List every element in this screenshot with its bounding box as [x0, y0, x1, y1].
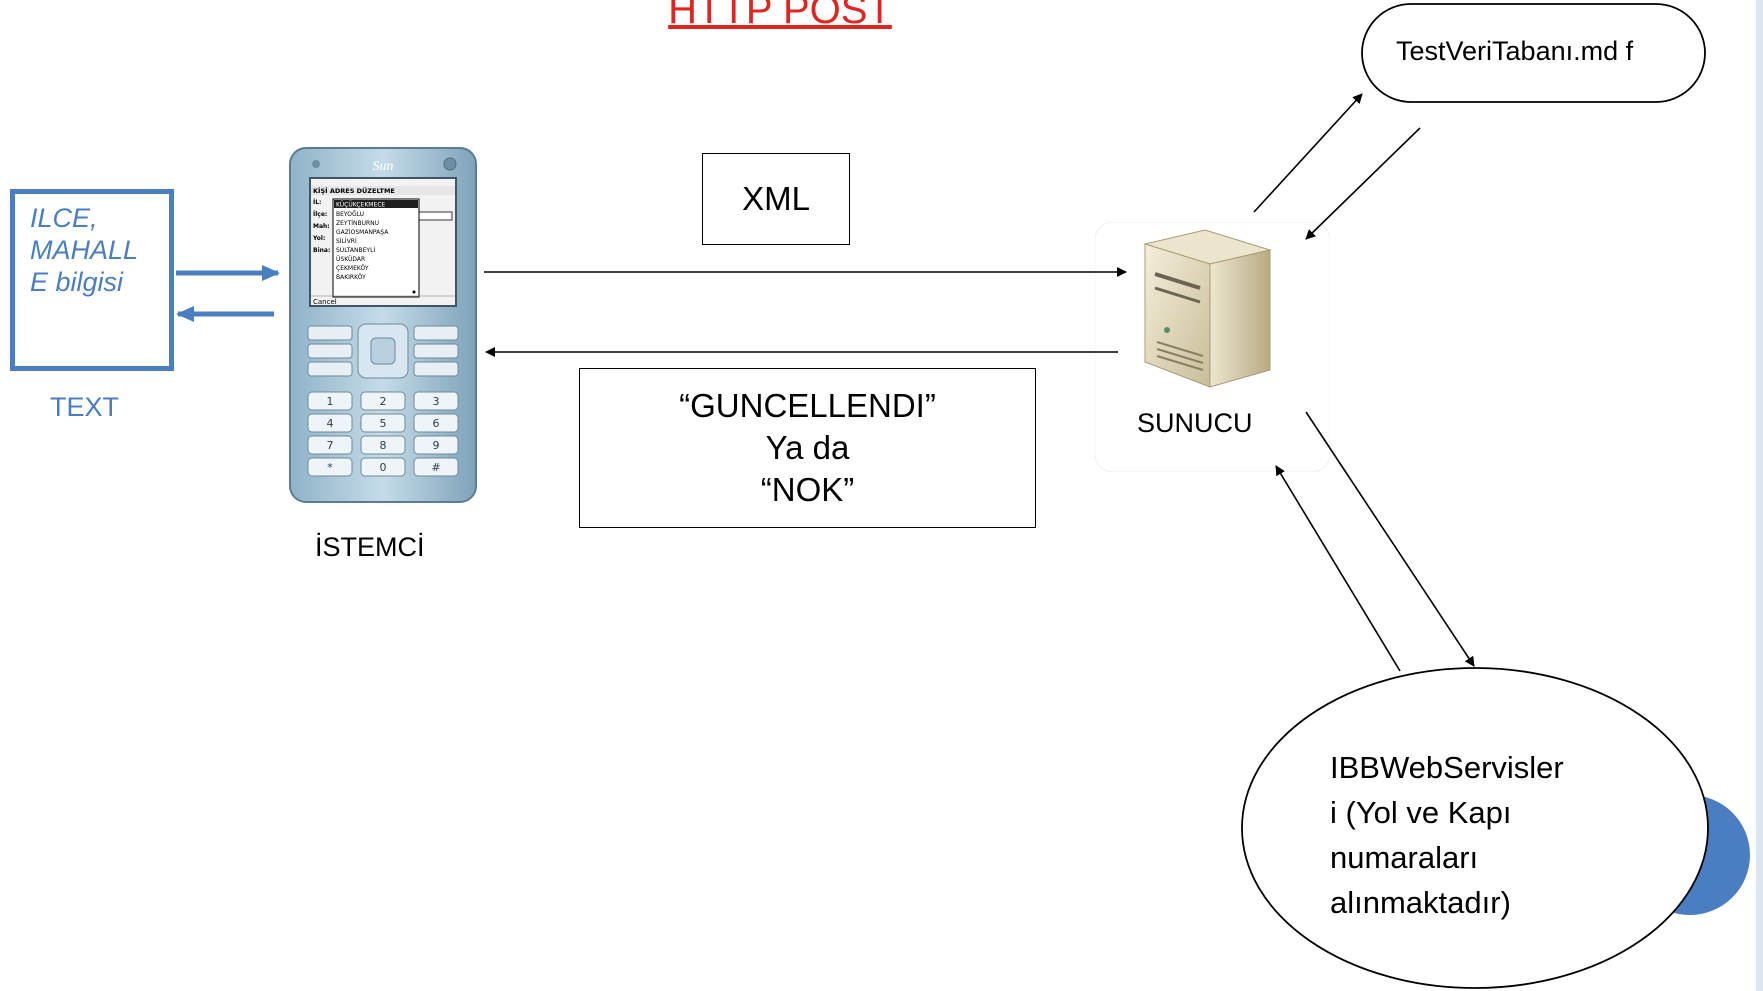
phone-camera-right	[443, 157, 457, 171]
client-phone: Sun KİŞİ ADRES DÜZELTME İL: İlçe: Mah: Y…	[289, 147, 477, 503]
phone-key-label: 9	[433, 439, 440, 452]
phone-left-softkey	[307, 325, 353, 341]
response-line: “NOK”	[760, 471, 855, 508]
phone-key-label: 2	[380, 395, 387, 408]
phone-key	[413, 413, 459, 433]
phone-key	[307, 435, 353, 455]
phone-key	[307, 457, 353, 477]
server-vent	[1156, 348, 1204, 364]
phone-key	[413, 435, 459, 455]
server-vent	[1156, 355, 1204, 371]
slide-edge-bar	[1756, 0, 1763, 991]
phone-key	[413, 391, 459, 411]
web-services-ellipse	[1241, 667, 1709, 989]
phone-screen-titlebar	[311, 186, 455, 195]
xml-box: XML	[702, 153, 850, 245]
phone-dropdown-items: KÜÇÜKÇEKMECE BEYOĞLU ZEYTİNBURNU GAZİOSM…	[336, 202, 389, 282]
server-icon	[1095, 222, 1330, 472]
phone-screen-title: KİŞİ ADRES DÜZELTME	[313, 186, 395, 195]
response-line: Ya da	[765, 429, 850, 466]
phone-list-item: ÇEKMEKÖY	[336, 265, 369, 272]
phone-key-label: 4	[327, 417, 334, 430]
phone-nav-center	[370, 337, 396, 365]
phone-key-label: 8	[380, 439, 387, 452]
phone-key	[307, 413, 353, 433]
phone-home-key	[307, 361, 353, 377]
phone-key-label: *	[327, 461, 333, 474]
phone-brand: Sun	[373, 159, 394, 174]
arrow-server-to-webservices	[1305, 411, 1475, 667]
text-source-caption: TEXT	[50, 392, 120, 422]
database-ellipse	[1361, 3, 1706, 103]
phone-key	[413, 457, 459, 477]
web-services-label: IBBWebServisler i (Yol ve Kapı numaralar…	[1330, 750, 1564, 920]
database-label-text: TestVeriTabanı.md f	[1396, 36, 1634, 66]
phone-key-label: 5	[380, 417, 387, 430]
phone-list-item: SULTANBEYLİ	[336, 247, 375, 254]
phone-key-label: #	[431, 461, 440, 474]
phone-list-item: KÜÇÜKÇEKMECE	[336, 202, 385, 209]
phone-list-item: BEYOĞLU	[336, 211, 364, 218]
phone-list-item: ÜSKÜDAR	[336, 256, 365, 263]
phone-list-item: BAKIRKÖY	[336, 274, 366, 281]
phone-key-label: 6	[433, 417, 440, 430]
server-side	[1209, 249, 1271, 388]
phone-key	[360, 457, 406, 477]
server-led	[1164, 327, 1170, 333]
xml-box-label: XML	[742, 180, 810, 217]
phone-field: Mah:	[313, 223, 330, 230]
phone-field: Yol:	[312, 235, 325, 242]
diagram-title: HTTP POST	[668, 0, 892, 32]
arrow-db-to-server	[1305, 127, 1421, 240]
phone-right-softkey	[413, 325, 459, 341]
phone-camera-left	[312, 160, 320, 168]
phone-key	[360, 435, 406, 455]
server-slot	[1154, 272, 1201, 290]
phone-dropdown-selection	[334, 200, 418, 208]
text-source-box	[10, 189, 174, 371]
phone-key-label: 0	[380, 461, 387, 474]
phone-call-key	[307, 343, 353, 359]
server-caption: SUNUCU	[1137, 408, 1253, 438]
response-line: “GUNCELLENDI”	[679, 387, 936, 424]
phone-dropdown	[332, 198, 420, 298]
phone-key	[360, 413, 406, 433]
phone-back-key	[413, 361, 459, 377]
phone-key	[307, 391, 353, 411]
phone-list-item: ZEYTİNBURNU	[336, 220, 379, 227]
phone-field: Bina:	[313, 247, 330, 254]
database-label: TestVeriTabanı.md f	[1396, 35, 1681, 67]
arrow-webservices-to-server	[1275, 465, 1401, 672]
text-source-label: ILCE, MAHALL E bilgisi	[30, 203, 139, 297]
phone-end-key	[413, 343, 459, 359]
response-box: “GUNCELLENDI” Ya da “NOK”	[579, 368, 1036, 528]
phone-keypad: 1 2 3 4 5 6 7 8 9 * 0 #	[307, 391, 459, 477]
server-slot	[1154, 286, 1201, 304]
phone-field: İlçe:	[313, 211, 327, 218]
phone-field: İL:	[313, 199, 321, 206]
phone-key-label: 7	[327, 439, 334, 452]
phone-key-label: 3	[433, 395, 440, 408]
phone-list-item: GAZİOSMANPAŞA	[336, 229, 389, 236]
phone-key	[360, 391, 406, 411]
phone-scroll-dot	[412, 290, 416, 294]
phone-list-item: SİLİVRİ	[336, 238, 357, 245]
phone-fields: İL: İlçe: Mah: Yol: Bina:	[312, 199, 330, 254]
phone-softkey-label: Cancel	[313, 298, 337, 306]
client-caption: İSTEMCİ	[315, 532, 425, 562]
arrow-server-to-db	[1253, 93, 1363, 213]
phone-key-label: 1	[327, 395, 334, 408]
server-vent	[1156, 341, 1204, 357]
